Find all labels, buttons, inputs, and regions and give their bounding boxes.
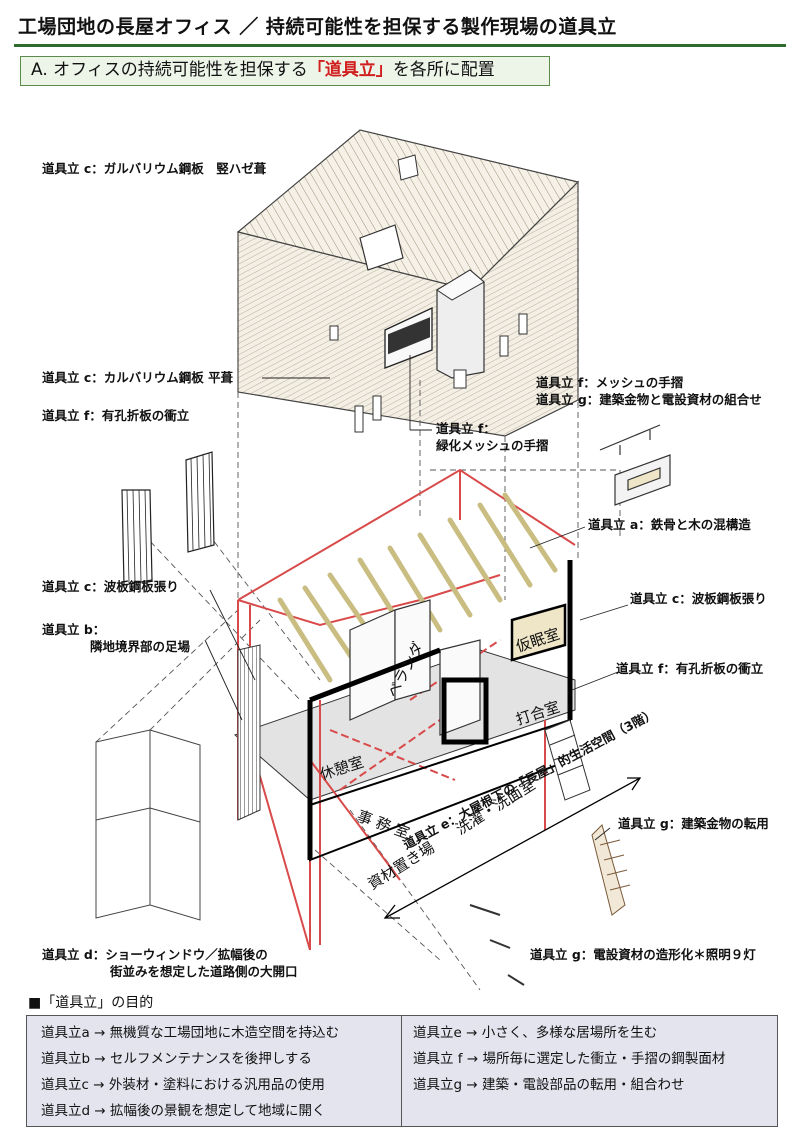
subtitle-suffix: を各所に配置	[392, 60, 495, 80]
purpose-item-d: 道具立d → 拡幅後の景観を想定して地域に開く	[41, 1103, 326, 1119]
callout-f-green-2: 緑化メッシュの手摺	[436, 438, 549, 453]
purpose-item-f: 道具立 f → 場所毎に選定した衝立・手摺の鋼製面材	[413, 1051, 726, 1067]
purpose-item-c: 道具立c → 外装材・塗料における汎用品の使用	[41, 1077, 325, 1093]
callout-g-reuse: 道具立 g：建築金物の転用	[618, 816, 769, 831]
subtitle-box: A. オフィスの持続可能性を担保する「道具立」を各所に配置	[20, 56, 550, 86]
purpose-title: ■「道具立」の目的	[28, 995, 154, 1011]
purpose-item-a: 道具立a → 無機質な工場団地に木造空間を持込む	[41, 1025, 340, 1041]
callout-d-2: 街並みを想定した道路側の大開口	[110, 964, 298, 979]
callout-c-roof: 道具立 c：ガルバリウム鋼板 竪ハゼ葺	[42, 161, 267, 176]
callout-c-corr-left: 道具立 c：波板鋼板張り	[42, 579, 179, 594]
callout-f-left: 道具立 f：有孔折板の衝立	[42, 408, 190, 423]
purpose-item-e: 道具立e → 小さく、多様な居場所を生む	[413, 1025, 658, 1041]
purpose-item-g: 道具立g → 建築・電設部品の転用・組合わせ	[413, 1077, 685, 1093]
callout-c-corr-right: 道具立 c：波板鋼板張り	[630, 591, 767, 606]
purpose-table: 道具立a → 無機質な工場団地に木造空間を持込む 道具立b → セルフメンテナン…	[26, 1015, 778, 1127]
callout-c-wall: 道具立 c：カルバリウム鋼板 平葺	[42, 370, 234, 385]
callout-f-green-1: 道具立 f：	[436, 421, 496, 436]
page-title: 工場団地の長屋オフィス ／ 持続可能性を担保する製作現場の道具立	[18, 16, 617, 38]
callout-g-combo: 道具立 g：建築金物と電設資材の組合せ	[536, 392, 762, 407]
title-rule	[14, 44, 786, 47]
axonometric-drawing: ベランダ 仮眠室 打合室 休憩室 事 務 室 洗濯・洗面室 資材置き場	[95, 129, 671, 990]
callout-b-1: 道具立 b：	[42, 622, 106, 637]
callout-f-mesh: 道具立 f：メッシュの手摺	[536, 375, 684, 390]
callout-d-1: 道具立 d：ショーウィンドウ／拡幅後の	[42, 947, 268, 962]
callout-b-2: 隣地境界部の足場	[90, 639, 191, 654]
subtitle-accent: 「道具立」	[307, 60, 393, 80]
callout-g-light: 道具立 g：電設資材の造形化＊照明９灯	[530, 947, 756, 962]
subtitle-prefix: A. オフィスの持続可能性を担保する	[31, 60, 308, 80]
callout-f-right: 道具立 f：有孔折板の衝立	[616, 661, 764, 676]
callout-a-frame: 道具立 a：鉄骨と木の混構造	[588, 517, 751, 532]
purpose-divider	[401, 1016, 402, 1126]
purpose-item-b: 道具立b → セルフメンテナンスを後押しする	[41, 1051, 312, 1067]
